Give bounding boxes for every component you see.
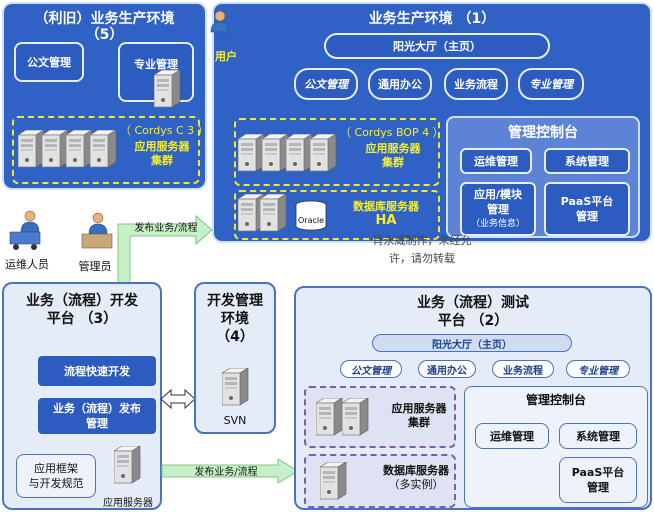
- env2-app-server-2-icon: [342, 398, 369, 436]
- user-person-icon: [210, 10, 230, 33]
- env1-app-cluster: （ Cordys BOP 4 ） 应用服务器 集群: [234, 118, 444, 186]
- env1-cluster-label-2: 集群: [382, 156, 404, 169]
- admin-person-icon: [81, 212, 113, 249]
- watermark-line-2: 许，请勿转载: [389, 252, 455, 265]
- env3-publish-l2: 管理: [86, 417, 108, 430]
- env2-app-server-1-icon: [316, 398, 343, 436]
- ops-person-label: 运维人员: [5, 258, 49, 271]
- env1-console-title: 管理控制台: [508, 125, 578, 141]
- env1-paas-l2: 管理: [576, 210, 598, 223]
- env1-title: 业务生产环境 （1）: [368, 11, 496, 27]
- env1-console-app-module[interactable]: 应用/模块 管理 （业务信息）: [460, 182, 536, 236]
- env5-cluster-label-1: 应用服务器: [134, 140, 190, 153]
- env2-cluster-l2: 集群: [408, 416, 430, 429]
- env4-title-2: 环境: [221, 311, 249, 327]
- env1-db-label-2: HA: [375, 213, 397, 228]
- env2-console-sys[interactable]: 系统管理: [559, 423, 637, 449]
- env3-framework[interactable]: 应用框架 与开发规范: [16, 454, 96, 498]
- env3-app-server-label: 应用服务器: [103, 498, 153, 509]
- env1-app-module-l2: 管理: [487, 202, 509, 216]
- env2-console-ops[interactable]: 运维管理: [475, 423, 549, 449]
- env5-app-cluster: （ Cordys C 3 ） 应用服务器 集群: [12, 116, 209, 184]
- publish-bottom-label: 发布业务/流程: [194, 467, 258, 478]
- env1-console-paas[interactable]: PaaS平台 管理: [544, 182, 630, 236]
- env2-paas-l1: PaaS平台: [571, 466, 625, 479]
- env5-number: （5）: [85, 27, 124, 43]
- env1-db-cluster: 数据库服务器 HA: [234, 190, 440, 240]
- env3-app-server-icon: [114, 446, 141, 484]
- env3-title-1: 业务（流程）开发: [26, 293, 138, 309]
- env2-app-general-office[interactable]: 通用办公: [418, 360, 476, 378]
- env1-app-module-l3: （业务信息）: [470, 218, 525, 229]
- env1-console-sys[interactable]: 系统管理: [544, 148, 630, 174]
- oracle-label: Oracle: [297, 216, 325, 225]
- env2-paas-l2: 管理: [587, 481, 609, 494]
- admin-person-label: 管理员: [78, 260, 112, 273]
- user-label: 用户: [215, 50, 237, 63]
- env2-app-pro-mgmt[interactable]: 专业管理: [566, 360, 630, 378]
- env4-title-3: （4）: [216, 329, 254, 345]
- publish-arrow-top: [117, 214, 213, 289]
- ops-person-icon: [9, 210, 41, 250]
- env3-title-2: 平台 （3）: [46, 311, 118, 327]
- env3-framework-l1: 应用框架: [34, 462, 78, 475]
- env5-pro-mgmt-label: 专业管理: [134, 58, 178, 71]
- env1-app-general-office[interactable]: 通用办公: [368, 68, 432, 100]
- env1-cluster-label-1: 应用服务器: [365, 142, 421, 155]
- env1-console: 管理控制台 运维管理 系统管理 应用/模块 管理 （业务信息） PaaS平台 管…: [446, 116, 640, 238]
- watermark-line-1: 肖永威制作，未经允: [372, 234, 472, 247]
- env2-console-title: 管理控制台: [525, 393, 586, 407]
- env5-title: （利旧）业务生产环境: [34, 11, 175, 27]
- env2-portal-pill[interactable]: 阳光大厅（主页）: [372, 334, 572, 352]
- env2-db-l1: 数据库服务器: [383, 464, 449, 477]
- env1-console-ops[interactable]: 运维管理: [460, 148, 532, 174]
- env3-publish-l1: 业务（流程）发布: [53, 402, 141, 415]
- env4-title-1: 开发管理: [207, 293, 263, 309]
- env5-pro-server-icon: [154, 70, 181, 108]
- env1-cluster-note: （ Cordys BOP 4 ）: [340, 126, 444, 139]
- publish-top-label: 发布业务/流程: [134, 223, 198, 234]
- env5-cluster-note: （ Cordys C 3 ）: [120, 124, 209, 137]
- svn-label: SVN: [223, 414, 247, 427]
- env1-paas-l1: PaaS平台: [560, 195, 614, 208]
- publish-arrow-bottom: [161, 458, 299, 484]
- env1-production: 业务生产环境 （1） 阳光大厅（主页） 公文管理 通用办公 业务流程 专业管理 …: [212, 2, 652, 243]
- env5-server-4-icon: [90, 130, 117, 168]
- env1-db-label-1: 数据库服务器: [353, 200, 419, 213]
- env4-dev-mgmt: 开发管理 环境 （4） SVN: [194, 282, 276, 434]
- env3-dev-platform: 业务（流程）开发 平台 （3） 流程快速开发 业务（流程）发布 管理 应用框架 …: [2, 282, 162, 510]
- env2-app-business-flow[interactable]: 业务流程: [492, 360, 554, 378]
- sync-double-arrow: [160, 388, 196, 410]
- env2-db-server-icon: [320, 462, 347, 500]
- env5-legacy-production: （利旧）业务生产环境 （5） 公文管理 专业管理 （ Cordys C 3 ） …: [2, 2, 209, 190]
- svn-server-icon: [222, 368, 249, 406]
- env2-console: 管理控制台 运维管理 系统管理 PaaS平台 管理: [464, 386, 648, 508]
- env2-title-2: 平台 （2）: [437, 313, 509, 329]
- env3-publish-mgmt[interactable]: 业务（流程）发布 管理: [36, 396, 158, 436]
- env1-app-business-flow[interactable]: 业务流程: [444, 68, 508, 100]
- env1-portal-pill[interactable]: 阳光大厅（主页）: [324, 33, 550, 59]
- env1-app-pro-mgmt[interactable]: 专业管理: [518, 68, 584, 100]
- env3-fast-dev[interactable]: 流程快速开发: [36, 354, 158, 388]
- env5-cluster-label-2: 集群: [151, 154, 173, 167]
- env2-cluster-l1: 应用服务器: [391, 402, 447, 415]
- env2-test-platform: 业务（流程）测试 平台 （2） 阳光大厅（主页） 公文管理 通用办公 业务流程 …: [294, 286, 652, 510]
- oracle-database-icon: [295, 200, 327, 231]
- env2-title-1: 业务（流程）测试: [417, 295, 529, 311]
- env1-app-doc-mgmt[interactable]: 公文管理: [294, 68, 358, 100]
- env1-app-module-l1: 应用/模块: [473, 187, 523, 201]
- env5-doc-mgmt-box[interactable]: 公文管理: [14, 42, 84, 82]
- env3-framework-l2: 与开发规范: [28, 477, 84, 490]
- env2-db-l2: （多实例）: [388, 478, 444, 491]
- env2-console-paas[interactable]: PaaS平台 管理: [559, 457, 637, 503]
- env1-server-4-icon: [310, 134, 337, 172]
- env1-db-server-2-icon: [260, 194, 287, 232]
- env2-app-doc-mgmt[interactable]: 公文管理: [340, 360, 402, 378]
